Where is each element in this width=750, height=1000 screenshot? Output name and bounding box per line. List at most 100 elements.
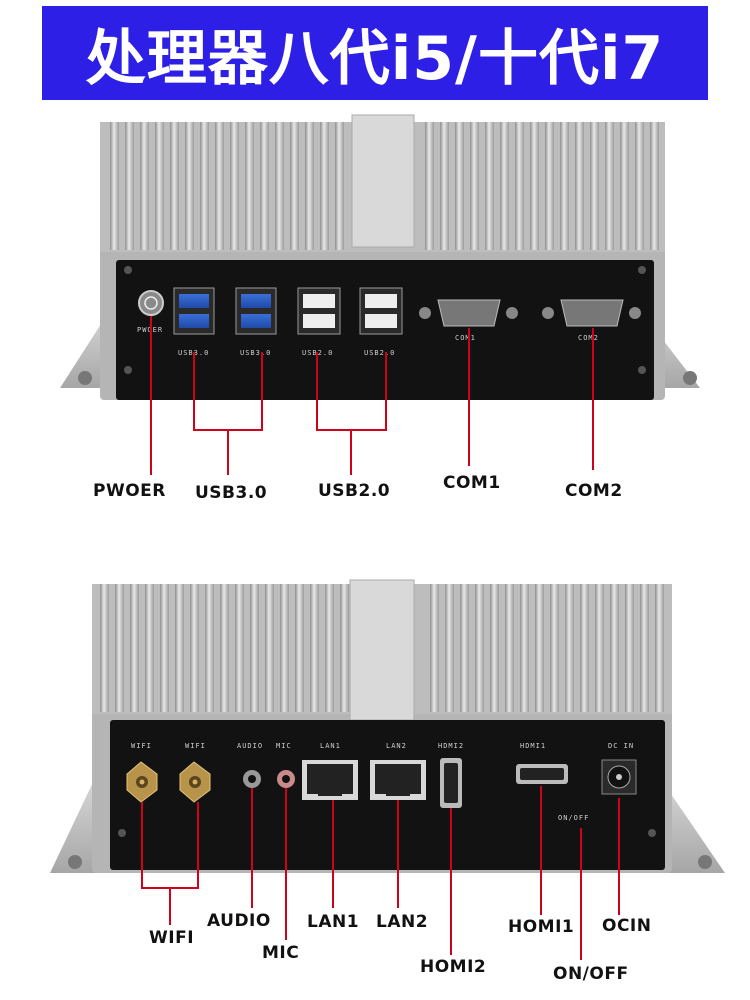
heatsink-fin	[185, 122, 194, 250]
callout-audio: AUDIO	[207, 911, 271, 931]
lan2-port	[370, 760, 426, 800]
lan1-port	[302, 760, 358, 800]
heatsink-fin	[560, 122, 569, 250]
heatsink-fin	[640, 584, 649, 712]
heatsink-fin	[530, 122, 539, 250]
heatsink-fin	[620, 122, 629, 250]
heatsink-fin	[160, 584, 169, 712]
svg-text:LAN2: LAN2	[386, 742, 407, 750]
heatsink-fin	[125, 122, 134, 250]
heatsink-fin	[590, 122, 599, 250]
heatsink-fin	[500, 122, 509, 250]
callout-usb2: USB2.0	[318, 481, 391, 501]
dc-in-port	[601, 759, 637, 795]
com1-port: COM1	[419, 299, 518, 342]
heatsink-fin	[110, 122, 119, 250]
svg-text:DC IN: DC IN	[608, 742, 634, 750]
heatsink-fin	[295, 584, 304, 712]
callout-wifi: WIFI	[149, 928, 195, 948]
usb3-port-b: USB3.0	[235, 287, 277, 357]
heatsink-fin	[220, 584, 229, 712]
callout-ocin: OCIN	[602, 916, 652, 936]
callout-lan2: LAN2	[376, 912, 429, 932]
callout-hdmi2: HOMI2	[420, 957, 487, 977]
svg-text:USB2.0: USB2.0	[364, 349, 395, 357]
callout-mic: MIC	[262, 943, 300, 963]
power-button	[138, 290, 164, 316]
svg-text:HDMI2: HDMI2	[438, 742, 464, 750]
svg-text:AUDIO: AUDIO	[237, 742, 263, 750]
heatsink-fin	[490, 584, 499, 712]
heatsink-fin	[230, 122, 239, 250]
svg-text:ON/OFF: ON/OFF	[558, 814, 589, 822]
callout-onoff: ON/OFF	[553, 964, 629, 984]
heatsink-fin	[595, 584, 604, 712]
heatsink-fin	[145, 584, 154, 712]
heatsink-fin	[245, 122, 254, 250]
svg-text:WIFI: WIFI	[131, 742, 152, 750]
heatsink-fin	[650, 122, 659, 250]
audio-jack	[243, 770, 261, 788]
heatsink-fin	[280, 584, 289, 712]
front-device-illustration: PWOER USB3.0 USB3.0 USB2.0 USB2.0 COM1	[60, 114, 700, 400]
wifi-connector-1	[126, 761, 158, 803]
heatsink-fin	[130, 584, 139, 712]
callout-lan1: LAN1	[307, 912, 360, 932]
svg-text:COM1: COM1	[455, 334, 476, 342]
heatsink-fin	[100, 584, 109, 712]
heatsink-fin	[515, 122, 524, 250]
heatsink-fin	[320, 122, 329, 250]
heatsink-fin	[335, 122, 344, 250]
heatsink-fin	[260, 122, 269, 250]
svg-text:COM2: COM2	[578, 334, 599, 342]
heatsink-fin	[275, 122, 284, 250]
rear-device-illustration: WIFI WIFI AUDIO MIC LAN1 LAN2 HDMI2 HDMI…	[50, 579, 725, 873]
heatsink-fin	[235, 584, 244, 712]
heatsink-fin	[170, 122, 179, 250]
svg-text:LAN1: LAN1	[320, 742, 341, 750]
heatsink-fin	[325, 584, 334, 712]
heatsink-fin	[580, 584, 589, 712]
callout-power: PWOER	[93, 481, 166, 501]
svg-text:USB3.0: USB3.0	[240, 349, 271, 357]
svg-text:WIFI: WIFI	[185, 742, 206, 750]
heatsink-fin	[140, 122, 149, 250]
heatsink-fin	[425, 122, 434, 250]
heatsink-fin	[340, 584, 349, 712]
heatsink-fin	[475, 584, 484, 712]
heatsink-fin	[505, 584, 514, 712]
heatsink-fin	[305, 122, 314, 250]
heatsink-fin	[445, 584, 454, 712]
front-device-photo: PWOER USB3.0 USB3.0 USB2.0 USB2.0 COM1	[0, 110, 750, 410]
hdmi2-port	[440, 758, 462, 808]
heatsink-fin	[440, 122, 449, 250]
svg-text:MIC: MIC	[276, 742, 292, 750]
heatsink-fin	[470, 122, 479, 250]
mic-jack	[277, 770, 295, 788]
heatsink-fin	[635, 122, 644, 250]
hdmi1-port	[516, 764, 568, 784]
heatsink-fin	[605, 122, 614, 250]
usb3-port-a: USB3.0	[173, 287, 215, 357]
svg-text:USB3.0: USB3.0	[178, 349, 209, 357]
heatsink-fin	[190, 584, 199, 712]
heatsink-fin	[115, 584, 124, 712]
heatsink-fin	[575, 122, 584, 250]
svg-text:HDMI1: HDMI1	[520, 742, 546, 750]
heatsink-fin	[310, 584, 319, 712]
callout-com1: COM1	[443, 473, 501, 493]
heatsink-fin	[520, 584, 529, 712]
heatsink-fin	[485, 122, 494, 250]
heatsink-fin	[545, 122, 554, 250]
heatsink-fin	[265, 584, 274, 712]
callout-com2: COM2	[565, 481, 623, 501]
heatsink-fin	[610, 584, 619, 712]
heatsink-fin	[625, 584, 634, 712]
svg-text:PWOER: PWOER	[137, 326, 163, 334]
callout-usb3: USB3.0	[195, 483, 268, 503]
heatsink-fin	[550, 584, 559, 712]
heatsink-fin	[460, 584, 469, 712]
svg-text:USB2.0: USB2.0	[302, 349, 333, 357]
wifi-connector-2	[179, 761, 211, 803]
heatsink-fin	[565, 584, 574, 712]
